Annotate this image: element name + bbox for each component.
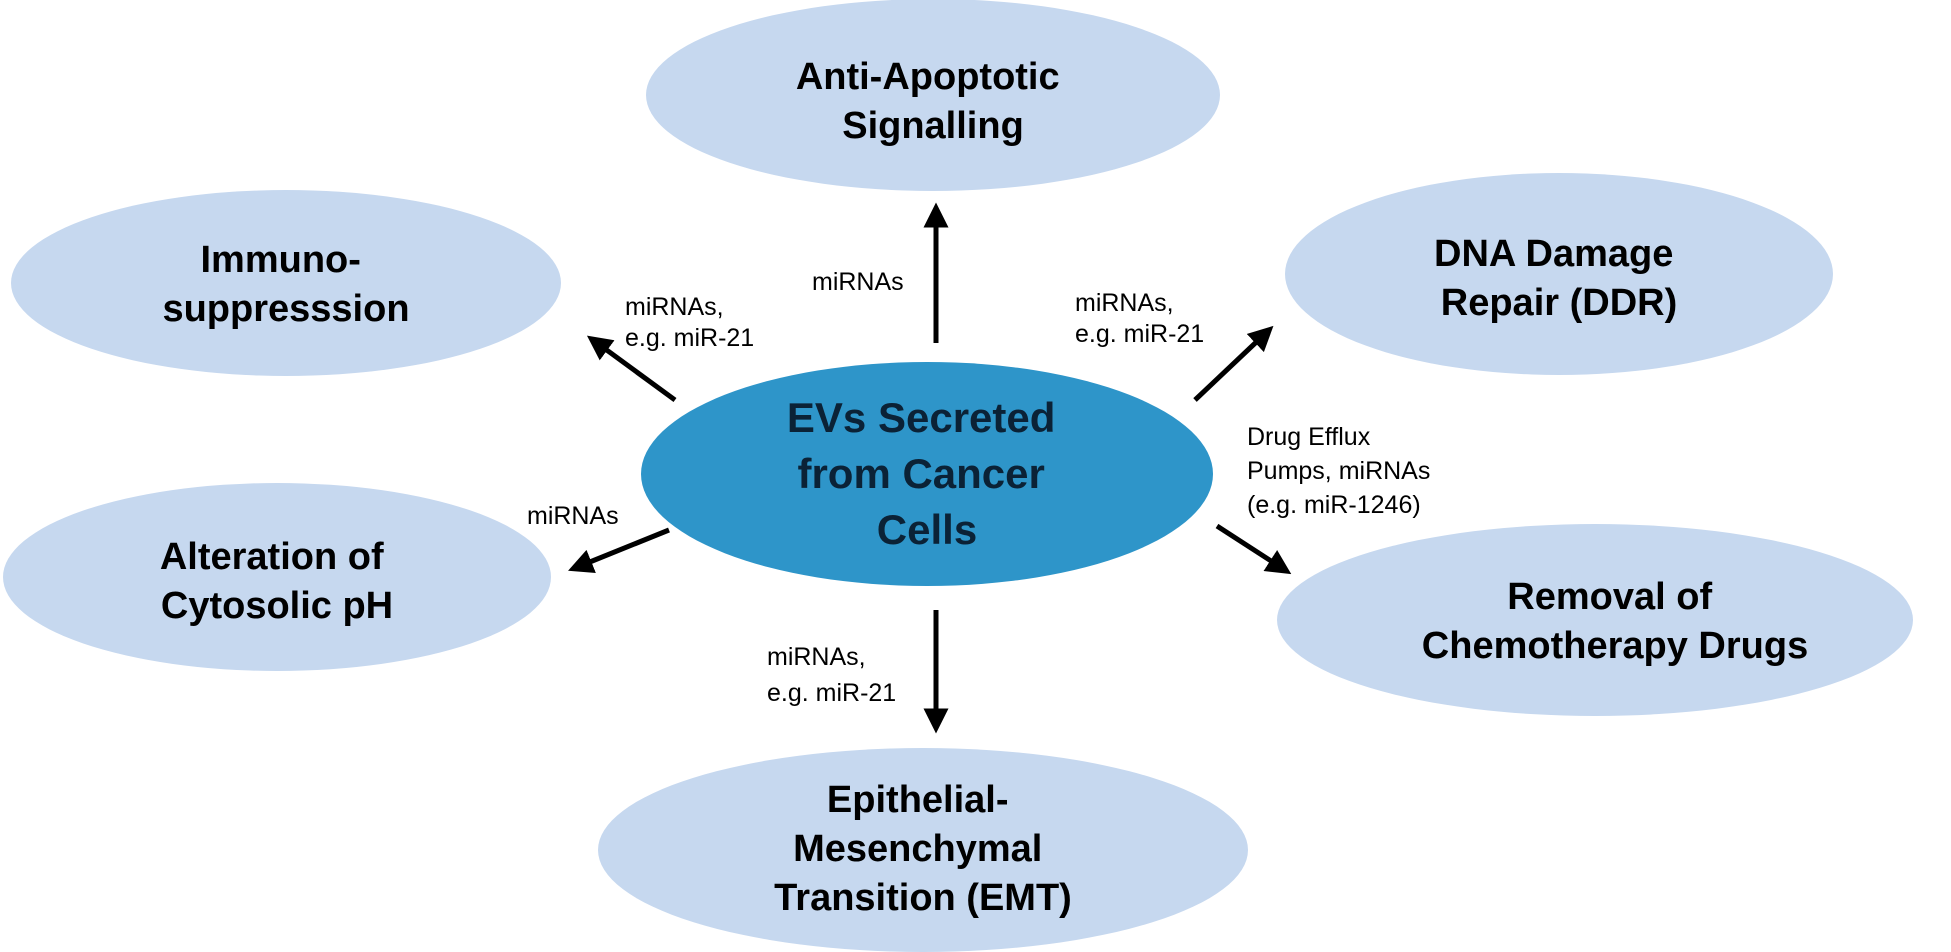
edge-label-ph-line-1: miRNAs (527, 502, 619, 530)
node-dna-shape (1285, 173, 1833, 375)
node-emt-line-1: Epithelial- (827, 779, 1009, 821)
edge-label-chemo-line-3: (e.g. miR-1246) (1247, 491, 1421, 519)
node-anti-apoptotic-line-2: Signalling (842, 105, 1024, 147)
node-emt: Epithelial- Mesenchymal Transition (EMT) (598, 748, 1248, 952)
edge-label-immuno: miRNAs, e.g. miR-21 (625, 293, 754, 352)
edge-label-immuno-line-2: e.g. miR-21 (625, 324, 754, 352)
node-ph: Alteration of Cytosolic pH (3, 483, 551, 671)
center-node-shape (641, 362, 1213, 586)
node-chemo: Removal of Chemotherapy Drugs (1277, 524, 1913, 716)
edge-label-dna-line-2: e.g. miR-21 (1075, 320, 1204, 348)
node-chemo-label: Removal of Chemotherapy Drugs (1422, 576, 1808, 667)
node-immuno-shape (11, 190, 561, 376)
edge-label-dna: miRNAs, e.g. miR-21 (1075, 289, 1204, 348)
edge-label-chemo-line-1: Drug Efflux (1247, 423, 1371, 451)
node-chemo-line-2: Chemotherapy Drugs (1422, 625, 1808, 667)
node-chemo-shape (1277, 524, 1913, 716)
edge-label-anti-apoptotic: miRNAs (812, 268, 904, 296)
node-dna: DNA Damage Repair (DDR) (1285, 173, 1833, 375)
center-node-label: EVs Secreted from Cancer Cells (787, 394, 1067, 553)
arrow-to-chemo (1215, 523, 1292, 575)
edge-label-emt-line-2: e.g. miR-21 (767, 679, 896, 707)
arrows (568, 202, 1292, 734)
node-dna-line-1: DNA Damage (1434, 233, 1673, 275)
node-chemo-line-1: Removal of (1507, 576, 1712, 618)
edge-label-emt: miRNAs, e.g. miR-21 (767, 643, 896, 707)
edge-label-anti-apoptotic-line-1: miRNAs (812, 268, 904, 296)
node-emt-label: Epithelial- Mesenchymal Transition (EMT) (774, 779, 1072, 919)
node-immuno-label: Immuno- suppresssion (162, 239, 409, 330)
arrow-to-dna (1193, 325, 1274, 402)
node-emt-shape (598, 748, 1248, 952)
node-ph-line-2: Cytosolic pH (161, 585, 393, 627)
node-anti-apoptotic-shape (646, 0, 1220, 191)
arrow-to-ph (568, 527, 670, 574)
node-immuno-line-1: Immuno- (201, 239, 361, 281)
edge-label-chemo: Drug Efflux Pumps, miRNAs (e.g. miR-1246… (1247, 423, 1437, 519)
node-emt-line-3: Transition (EMT) (774, 877, 1072, 919)
node-immuno-line-2: suppresssion (162, 288, 409, 330)
node-emt-line-2: Mesenchymal (793, 828, 1042, 870)
edge-label-chemo-line-2: Pumps, miRNAs (1247, 457, 1430, 485)
node-dna-line-2: Repair (DDR) (1441, 282, 1677, 324)
node-anti-apoptotic: Anti-Apoptotic Signalling (646, 0, 1220, 191)
edge-label-dna-line-1: miRNAs, (1075, 289, 1174, 317)
center-node: EVs Secreted from Cancer Cells (641, 362, 1213, 586)
node-dna-label: DNA Damage Repair (DDR) (1434, 233, 1684, 324)
edge-label-ph: miRNAs (527, 502, 619, 530)
arrow-to-immuno (586, 335, 677, 403)
center-node-line-2: from Cancer (797, 450, 1044, 497)
node-ph-label: Alteration of Cytosolic pH (160, 536, 394, 627)
center-node-line-3: Cells (877, 506, 977, 553)
center-node-line-1: EVs Secreted (787, 394, 1056, 441)
node-ph-line-1: Alteration of (160, 536, 384, 578)
node-anti-apoptotic-line-1: Anti-Apoptotic (796, 56, 1060, 98)
edge-label-emt-line-1: miRNAs, (767, 643, 866, 671)
node-ph-shape (3, 483, 551, 671)
node-immuno: Immuno- suppresssion (11, 190, 561, 376)
edge-label-immuno-line-1: miRNAs, (625, 293, 724, 321)
node-anti-apoptotic-label: Anti-Apoptotic Signalling (796, 56, 1070, 147)
